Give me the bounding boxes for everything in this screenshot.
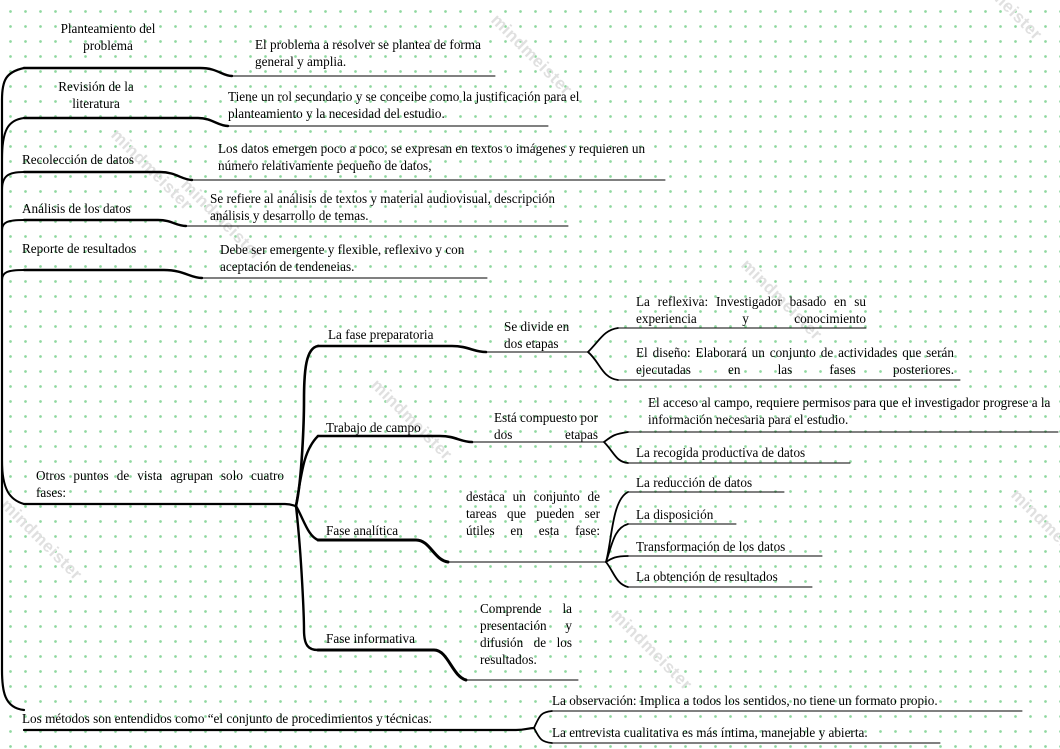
analitica-sub[interactable]: destaca un conjunto de tareas que pueden… [466, 489, 600, 538]
topic-underline [22, 268, 204, 280]
root-branch [1, 459, 25, 505]
sub-hub [587, 327, 619, 353]
phase-informativa[interactable]: Fase informativa [326, 631, 415, 646]
topic-underline [22, 218, 188, 228]
topic-reporte[interactable]: Reporte de resultados [22, 241, 137, 256]
sub-hub [605, 523, 629, 563]
leaf-reduccion[interactable]: La reducción de datos [636, 475, 753, 490]
detail-planteamiento[interactable]: El problema a resolver se plantea de for… [255, 37, 481, 69]
phase-hub [294, 504, 320, 542]
leaf-reflexiva[interactable]: La reflexiva: Investigador basado en su … [636, 294, 866, 326]
detail-recoleccion[interactable]: Los datos emergen poco a poco, se expres… [218, 141, 646, 173]
root-branch [1, 269, 25, 281]
root-branch [1, 219, 25, 231]
sub-hub [603, 441, 629, 464]
phase-underline [316, 344, 488, 354]
phase-hub [294, 434, 320, 508]
root-branch [1, 171, 25, 191]
detail-revision[interactable]: Tiene un rol secundario y se conceibe co… [228, 89, 580, 121]
detail-reporte[interactable]: Debe ser emergente y flexible, reflexivo… [220, 242, 465, 274]
methods-label[interactable]: Los métodos son entendidos como “el conj… [22, 711, 432, 726]
leaf-acceso[interactable]: El acceso al campo, requiere permisos pa… [648, 395, 1051, 427]
root-branch [1, 117, 25, 161]
preparatoria-sub[interactable]: Se divide en dos etapas [504, 319, 570, 351]
phase-campo[interactable]: Trabajo de campo [326, 420, 421, 435]
root-branch [0, 66, 26, 712]
leaf-obtencion[interactable]: La obtención de resultados [636, 569, 778, 584]
sub-hub [603, 431, 629, 443]
sub-hub [533, 727, 553, 744]
sub-hub [605, 555, 629, 563]
topic-recoleccion[interactable]: Recolección de datos [22, 152, 135, 167]
topic-underline [22, 170, 194, 182]
methods-underline [22, 726, 536, 732]
topic-underline [22, 66, 234, 78]
leaf-transformacion[interactable]: Transformación de los datos [636, 539, 786, 554]
leaf-observacion[interactable]: La observación: Implica a todos los sent… [552, 693, 938, 708]
topic-planteamiento[interactable]: Planteamiento del problema [60, 21, 156, 53]
leaf-disposicion[interactable]: La disposición [636, 507, 714, 522]
leaf-recogida[interactable]: La recogida productiva de datos [636, 445, 806, 460]
phase-underline [316, 538, 450, 564]
detail-analisis[interactable]: Se refiere al análisis de textos y mater… [210, 191, 555, 223]
phase-hub [294, 504, 320, 652]
campo-sub[interactable]: Está compuesto por dos etapas [494, 410, 599, 442]
phase-underline [22, 502, 298, 508]
sub-hub [605, 561, 629, 588]
phase-analitica[interactable]: Fase analítica [326, 523, 399, 538]
phase-preparatoria[interactable]: La fase preparatoria [328, 327, 434, 342]
topic-revision[interactable]: Revisión de la literatura [58, 79, 134, 111]
leaf-diseno[interactable]: El diseño: Elaborará un conjunto de acti… [636, 345, 954, 377]
topic-underline [22, 116, 230, 128]
topic-analisis[interactable]: Análisis de los datos [22, 201, 131, 216]
sub-hub [587, 351, 619, 381]
sub-hub [533, 710, 553, 729]
leaf-entrevista[interactable]: La entrevista cualitativa es más íntima,… [552, 725, 868, 740]
phase-underline [316, 434, 474, 444]
phase-underline [316, 648, 468, 682]
informativa-sub[interactable]: Comprende la presentación y difusión de … [480, 601, 572, 667]
phases-label[interactable]: Otros puntos de vista agrupan solo cuatr… [36, 468, 284, 500]
